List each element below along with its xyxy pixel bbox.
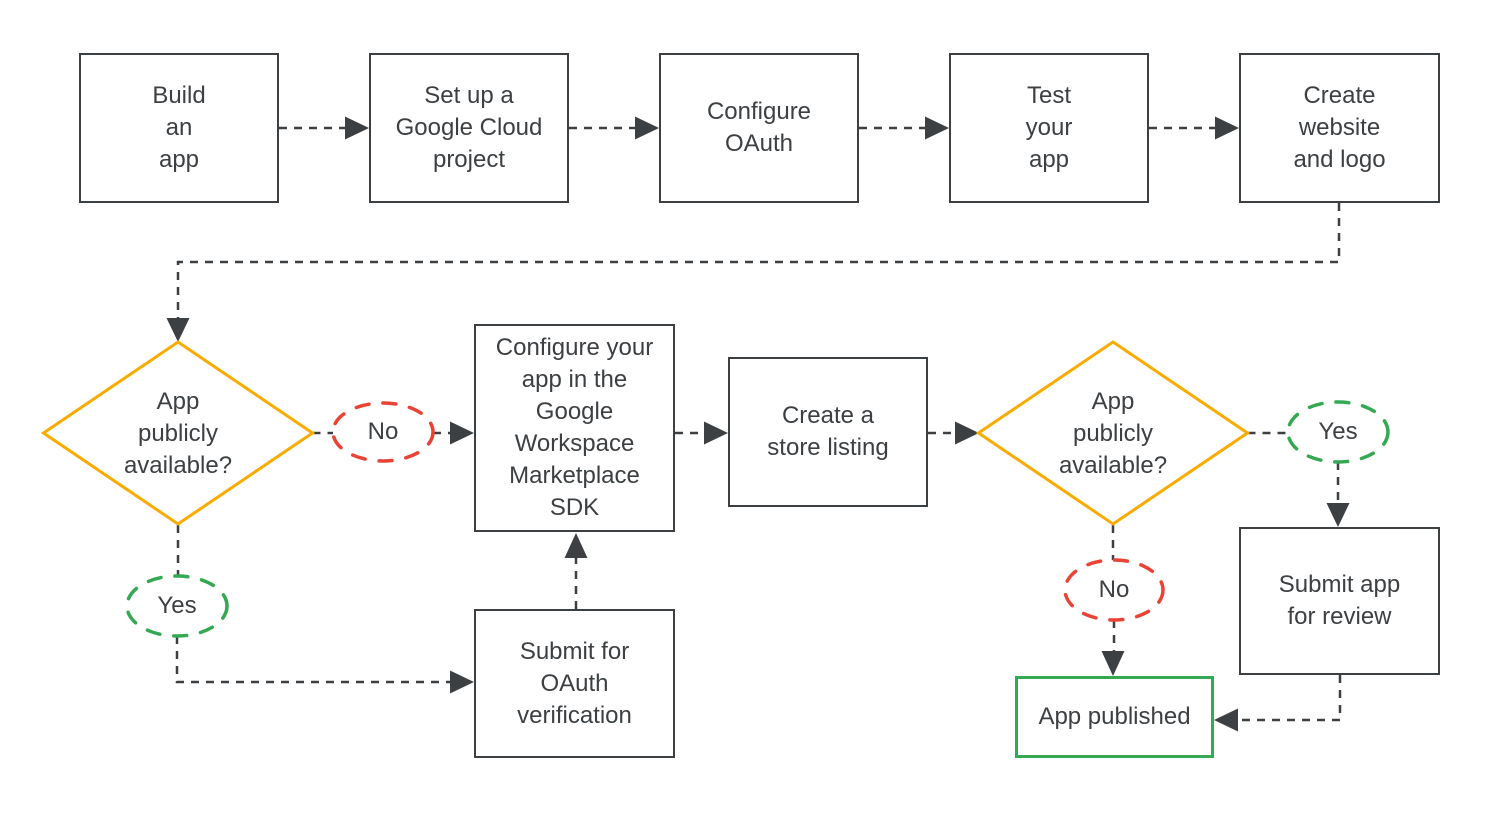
edge-label-yes-2: Yes	[1288, 402, 1388, 462]
node-label: Submit app for review	[1278, 571, 1401, 630]
decision-diamond-2	[975, 340, 1251, 526]
arrowhead-down-icon	[166, 318, 190, 342]
edge-label: Yes	[157, 592, 197, 619]
node-decision-app-publicly-available-2: App publicly available?	[993, 384, 1233, 484]
arrowhead-right-icon	[704, 421, 728, 445]
node-label: Configure your app in the Google Workspa…	[495, 334, 654, 521]
edge-label-yes-1: Yes	[127, 576, 227, 636]
node-label: Test your app	[1025, 82, 1073, 173]
node-create-website-and-logo: Create website and logo	[1239, 53, 1440, 203]
node-label: App publicly available?	[1058, 388, 1168, 479]
arrowhead-left-icon	[1214, 708, 1238, 732]
arrowhead-down-icon	[1326, 503, 1350, 527]
edge-label: Yes	[1318, 418, 1358, 445]
arrowhead-right-icon	[450, 670, 474, 694]
arrowhead-right-icon	[925, 116, 949, 140]
node-app-published: App published	[1015, 676, 1214, 758]
no-oval-1	[331, 401, 435, 463]
node-decision-app-publicly-available-1: App publicly available?	[58, 384, 298, 484]
node-configure-marketplace-sdk: Configure your app in the Google Workspa…	[474, 324, 675, 532]
node-set-up-google-cloud-project: Set up a Google Cloud project	[369, 53, 569, 203]
node-submit-app-for-review: Submit app for review	[1239, 527, 1440, 675]
arrowhead-right-icon	[955, 421, 979, 445]
edge-review-to-published	[1240, 675, 1342, 722]
arrowhead-up-icon	[564, 533, 588, 558]
arrowhead-right-icon	[345, 116, 369, 140]
edge-website-to-decision1	[176, 203, 1341, 318]
arrowhead-right-icon	[1215, 116, 1239, 140]
node-label: Submit for OAuth verification	[517, 637, 632, 729]
node-label: App publicly available?	[123, 388, 233, 479]
edge-label-no-2: No	[1064, 560, 1164, 620]
node-create-store-listing: Create a store listing	[728, 357, 928, 507]
edge-label: No	[1098, 576, 1130, 603]
node-label: Set up a Google Cloud project	[395, 82, 543, 173]
yes-oval-2	[1286, 400, 1390, 464]
node-build-an-app: Build an app	[79, 53, 279, 203]
arrowhead-right-icon	[450, 421, 474, 445]
decision-diamond-1	[40, 340, 316, 526]
node-submit-for-oauth-verification: Submit for OAuth verification	[474, 609, 675, 758]
node-label: App published	[1038, 703, 1191, 730]
arrowhead-right-icon	[635, 116, 659, 140]
node-label: Create a store listing	[767, 402, 889, 461]
arrowhead-down-icon	[1101, 651, 1125, 676]
node-label: Configure OAuth	[706, 98, 812, 157]
edge-label-no-1: No	[333, 403, 433, 461]
edge-label: No	[367, 418, 399, 445]
yes-oval-1	[125, 574, 229, 638]
no-oval-2	[1063, 558, 1165, 622]
node-configure-oauth: Configure OAuth	[659, 53, 859, 203]
node-test-your-app: Test your app	[949, 53, 1149, 203]
edge-yes-to-verification	[175, 636, 450, 684]
node-label: Build an app	[152, 82, 206, 173]
node-label: Create website and logo	[1293, 82, 1386, 173]
